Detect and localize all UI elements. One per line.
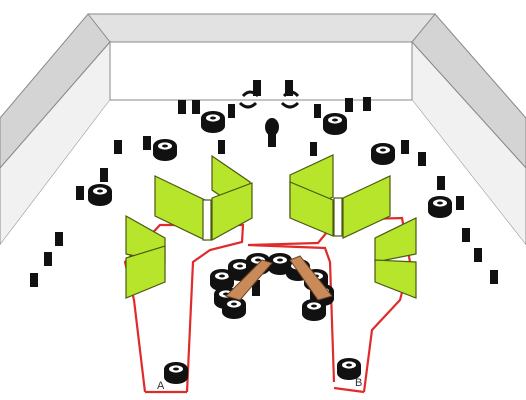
arena-floor [0,100,526,400]
panel-icon [374,259,417,299]
ramp-icon [225,259,273,301]
post-icon [345,98,353,112]
ramp-group [225,255,333,301]
post-icon [143,136,151,150]
post-icon [218,140,225,154]
post-icon [114,140,122,154]
post-icon [55,232,63,246]
post-icon [192,100,200,114]
tire-icon [201,111,225,133]
post-icon [30,273,38,287]
arena-walls [0,13,526,400]
post-icon [474,248,482,262]
panel-icon [374,217,417,263]
panel-group [125,154,417,299]
post-icon [418,152,426,166]
panel-icon [289,181,334,237]
tire-icon [222,297,246,319]
tire-icon [428,196,452,218]
panel-icon [125,245,166,299]
tire-icon [88,184,112,206]
tire-icon [302,299,326,321]
end-label: B [355,377,362,389]
post-icon [253,80,261,96]
post-icon [100,168,108,182]
post-icon [314,104,321,118]
robot-icon [238,90,300,147]
ramp-icon [289,255,333,301]
post-icon [285,80,293,96]
post-icon [76,186,84,200]
panel-icon [342,175,391,239]
start-label: A [157,380,165,392]
post-icon [437,176,445,190]
tire-icon [153,139,177,161]
post-icon [401,140,409,154]
tire-icon [164,362,188,384]
post-icon [490,270,498,284]
tire-icon [323,113,347,135]
post-icon [228,104,235,118]
post-icon [178,100,186,114]
post-icon [456,196,464,210]
post-icon [462,228,470,242]
panel-icon [211,182,253,242]
post-group [30,80,498,296]
post-icon [310,142,317,156]
post-icon [252,280,260,296]
tire-icon [371,143,395,165]
panel-post [202,199,212,241]
panel-post [333,197,343,237]
post-icon [44,252,52,266]
post-icon [363,97,371,111]
